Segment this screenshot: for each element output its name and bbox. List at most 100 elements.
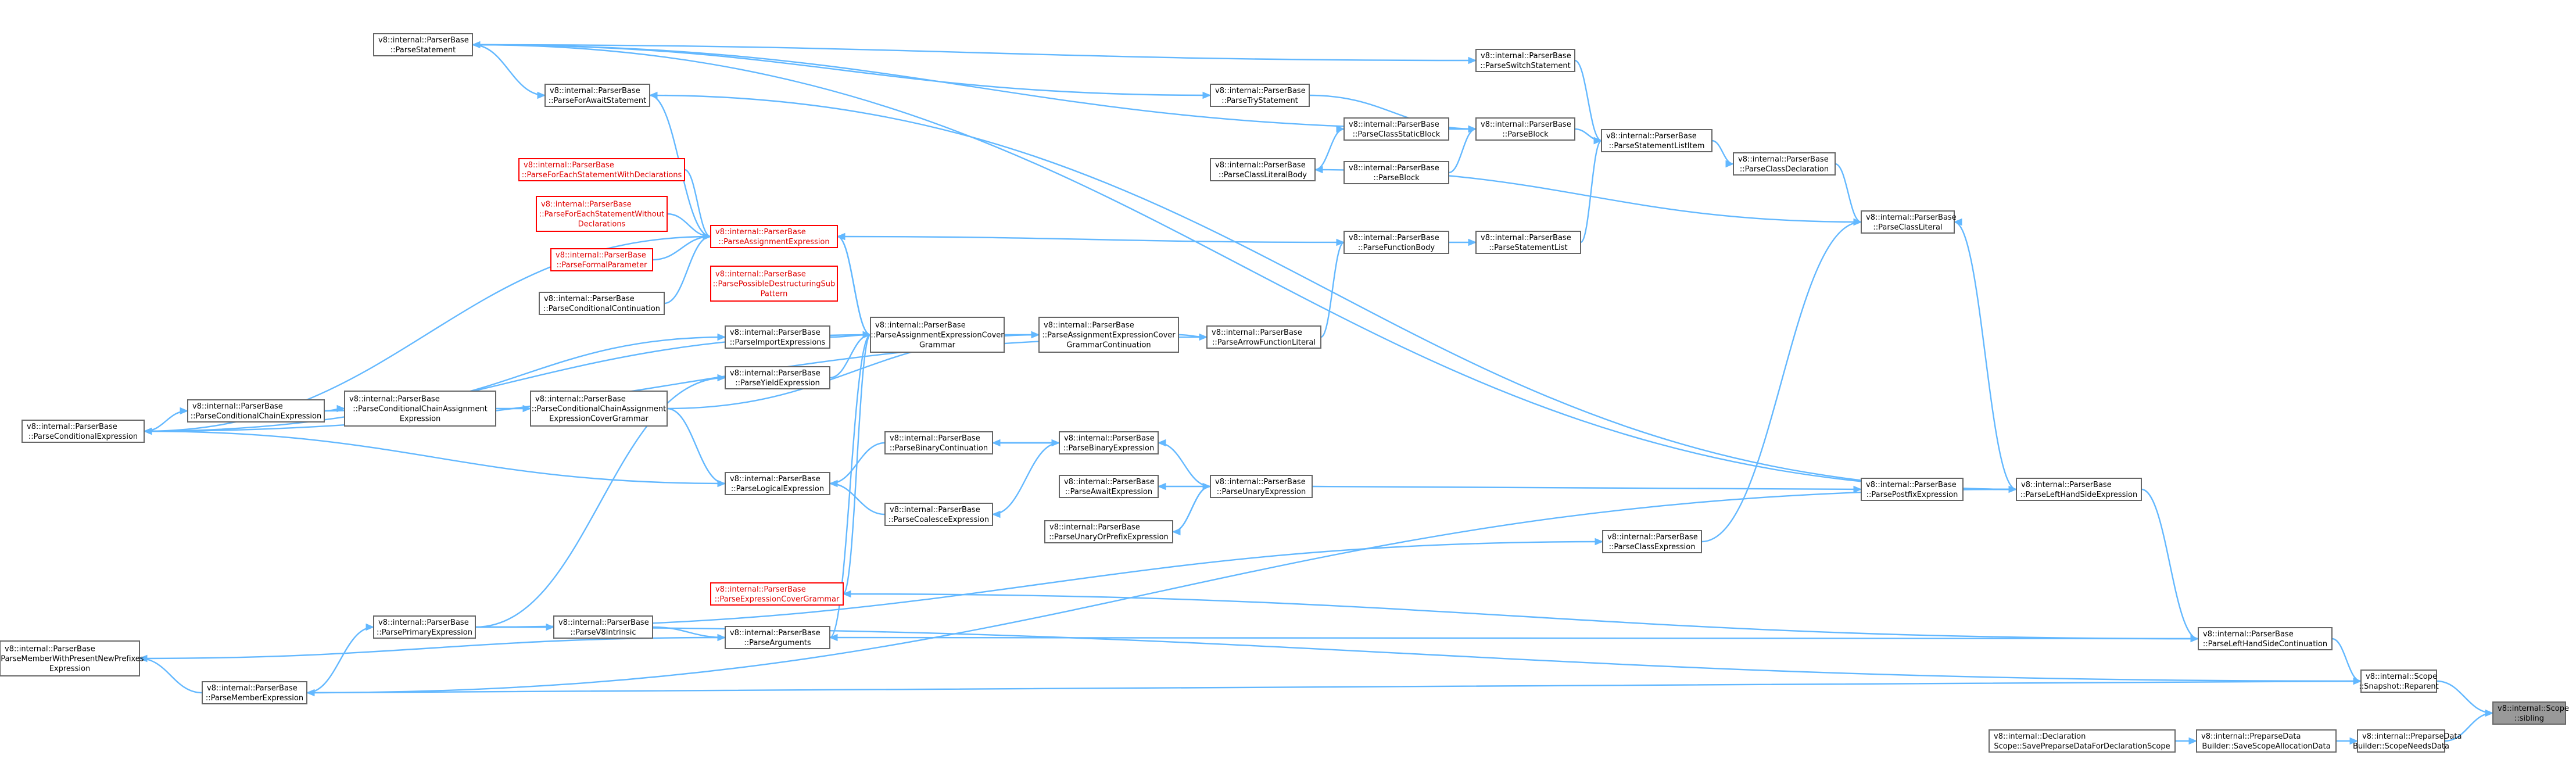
node-switch-statement[interactable]: v8::internal::ParserBase::ParseSwitchSta…: [1475, 49, 1575, 72]
node-label-line: Builder::SaveScopeAllocationData: [2202, 742, 2330, 751]
node-yield-expression[interactable]: v8::internal::ParserBase::ParseYieldExpr…: [725, 366, 830, 389]
node-box: [544, 84, 650, 107]
node-label-line: v8::internal::ParserBase: [1866, 213, 1957, 222]
arrowhead-statement_list_item: [1593, 137, 1603, 145]
node-box: [373, 615, 476, 639]
node-conditional-expr[interactable]: v8::internal::ParserBase::ParseCondition…: [22, 420, 145, 443]
node-box: [22, 420, 145, 443]
edge-foreach_with_decl-to-assignment_expr: [684, 169, 711, 238]
node-assignment-expr[interactable]: v8::internal::ParserBase::ParseAssignmen…: [710, 225, 838, 248]
node-label-line: ::ParsePossibleDestructuringSub: [713, 280, 836, 289]
edge-parse_statement-to-parse_block: [472, 44, 1477, 130]
node-box: [1602, 530, 1702, 553]
node-arrow-function[interactable]: v8::internal::ParserBase::ParseArrowFunc…: [1206, 325, 1321, 349]
node-label-line: v8::internal::ParserBase: [378, 36, 469, 45]
node-label-line: v8::internal::ParserBase: [1064, 478, 1155, 486]
arrowhead-binary_expr: [1157, 439, 1166, 447]
node-label-line: v8::internal::ParserBase: [890, 434, 980, 443]
edge-class_declaration-to-class_literal: [1835, 163, 1862, 223]
node-v8-intrinsic[interactable]: v8::internal::ParserBase::ParseV8Intrins…: [553, 615, 653, 639]
node-box: [530, 391, 668, 427]
arrowhead-aecg_continuation: [1031, 331, 1040, 339]
node-aecg[interactable]: v8::internal::ParserBase::ParseAssignmen…: [870, 317, 1005, 353]
edge-lhs_expression-to-for_await: [649, 94, 2017, 491]
node-foreach-without-decl[interactable]: v8::internal::ParserBase::ParseForEachSt…: [536, 196, 668, 232]
node-label-line: Grammar: [919, 341, 956, 350]
edge-parse_statement-to-switch_statement: [472, 44, 1477, 62]
node-unary-expr[interactable]: v8::internal::ParserBase::ParseUnaryExpr…: [1210, 475, 1313, 498]
node-box: [1475, 231, 1581, 254]
node-parse-arguments[interactable]: v8::internal::ParserBase::ParseArguments: [725, 626, 830, 649]
node-for-await[interactable]: v8::internal::ParserBase::ParseForAwaitS…: [544, 84, 650, 107]
node-label-line: v8::internal::Scope: [2366, 672, 2437, 681]
node-box: [1861, 478, 1964, 501]
node-class-static-block[interactable]: v8::internal::ParserBase::ParseClassStat…: [1343, 117, 1449, 141]
node-label-line: ::ParseLogicalExpression: [731, 485, 824, 493]
arrowhead-snapshot_reparent: [2353, 677, 2362, 685]
node-expression-cover-grammar[interactable]: v8::internal::ParserBase::ParseExpressio…: [710, 582, 844, 606]
node-conditional-continuation[interactable]: v8::internal::ParserBase::ParseCondition…: [539, 292, 665, 315]
node-logical-expr[interactable]: v8::internal::ParserBase::ParseLogicalEx…: [725, 472, 830, 495]
node-member-new-prefixes[interactable]: v8::internal::ParserBase::ParseMemberWit…: [0, 640, 144, 676]
node-unary-or-prefix[interactable]: v8::internal::ParserBase::ParseUnaryOrPr…: [1044, 520, 1173, 543]
node-label-line: v8::internal::ParserBase: [1866, 481, 1957, 489]
arrowhead-primary_expr: [366, 623, 375, 631]
arrowhead-statement_list: [1468, 238, 1477, 246]
node-box: [725, 472, 830, 495]
node-try-statement[interactable]: v8::internal::ParserBase::ParseTryStatem…: [1210, 84, 1310, 107]
node-primary-expr[interactable]: v8::internal::ParserBase::ParsePrimaryEx…: [373, 615, 476, 639]
node-box: [2016, 478, 2142, 501]
node-binary-continuation[interactable]: v8::internal::ParserBase::ParseBinaryCon…: [884, 431, 993, 454]
node-binary-expr[interactable]: v8::internal::ParserBase::ParseBinaryExp…: [1059, 431, 1159, 454]
node-lhs-expression[interactable]: v8::internal::ParserBase::ParseLeftHandS…: [2016, 478, 2142, 501]
node-member-expr[interactable]: v8::internal::ParserBase::ParseMemberExp…: [202, 681, 307, 704]
node-aecg-continuation[interactable]: v8::internal::ParserBase::ParseAssignmen…: [1038, 317, 1179, 353]
node-await-expr[interactable]: v8::internal::ParserBase::ParseAwaitExpr…: [1059, 475, 1159, 498]
arrowhead-parse_block: [1468, 125, 1477, 133]
edge-lhs_continuation-to-parse_arguments: [829, 636, 2199, 640]
node-conditional-chain-expr[interactable]: v8::internal::ParserBase::ParseCondition…: [187, 399, 325, 423]
node-box: [710, 225, 838, 248]
node-lhs-continuation[interactable]: v8::internal::ParserBase::ParseLeftHandS…: [2198, 627, 2333, 650]
node-save-preparse-decl[interactable]: v8::internal::DeclarationScope::SavePrep…: [1989, 729, 2176, 753]
arrowhead-save_scope_alloc: [2188, 737, 2198, 745]
node-coalesce-expr[interactable]: v8::internal::ParserBase::ParseCoalesceE…: [884, 503, 993, 526]
node-label-line: ::ParseClassLiteral: [1873, 223, 1942, 232]
node-save-scope-alloc[interactable]: v8::internal::PreparseDataBuilder::SaveS…: [2196, 729, 2337, 753]
node-postfix-expr[interactable]: v8::internal::ParserBase::ParsePostfixEx…: [1861, 478, 1964, 501]
arrowhead-scope_needs_data: [2349, 737, 2359, 745]
arrowhead-parse_arguments: [829, 633, 838, 642]
node-scope-needs-data[interactable]: v8::internal::PreparseDataBuilder::Scope…: [2353, 729, 2462, 753]
edge-parse_block2-to-parse_block: [1448, 128, 1477, 174]
node-class-literal[interactable]: v8::internal::ParserBase::ParseClassLite…: [1861, 210, 1957, 234]
node-label-line: v8::internal::ParserBase: [1481, 120, 1571, 129]
node-label-line: ::ParseUnaryExpression: [1217, 488, 1306, 496]
edge-parse_arguments-to-member_new_prefixes: [139, 636, 726, 660]
node-box: [710, 266, 838, 302]
node-conditional-chain-aecg[interactable]: v8::internal::ParserBase::ParseCondition…: [530, 391, 668, 427]
node-box: [710, 582, 844, 606]
node-snapshot-reparent[interactable]: v8::internal::Scope::Snapshot::Reparent: [2359, 670, 2439, 693]
node-class-declaration[interactable]: v8::internal::ParserBase::ParseClassDecl…: [1733, 152, 1836, 176]
node-conditional-chain-assignment[interactable]: v8::internal::ParserBase::ParseCondition…: [344, 391, 496, 427]
arrowhead-for_await: [537, 91, 546, 99]
node-class-literal-body[interactable]: v8::internal::ParserBase::ParseClassLite…: [1210, 158, 1316, 181]
arrowhead-await_expr: [1157, 482, 1166, 491]
node-parse-block2[interactable]: v8::internal::ParserBase::ParseBlock: [1343, 161, 1449, 184]
node-class-expression[interactable]: v8::internal::ParserBase::ParseClassExpr…: [1602, 530, 1702, 553]
node-possible-destructuring[interactable]: v8::internal::ParserBase::ParsePossibleD…: [710, 266, 838, 302]
node-foreach-with-decl[interactable]: v8::internal::ParserBase::ParseForEachSt…: [518, 158, 685, 181]
edge-parse_statement-to-try_statement: [472, 44, 1211, 96]
node-parse-block[interactable]: v8::internal::ParserBase::ParseBlock: [1475, 117, 1575, 141]
node-label-line: Expression: [400, 415, 441, 424]
node-box: [1475, 117, 1575, 141]
node-box: [1210, 158, 1316, 181]
node-box: [870, 317, 1005, 353]
node-formal-parameter[interactable]: v8::internal::ParserBase::ParseFormalPar…: [550, 248, 653, 271]
node-statement-list[interactable]: v8::internal::ParserBase::ParseStatement…: [1475, 231, 1581, 254]
node-function-body[interactable]: v8::internal::ParserBase::ParseFunctionB…: [1343, 231, 1449, 254]
node-label-line: ::ParseStatementList: [1489, 244, 1567, 252]
node-statement-list-item[interactable]: v8::internal::ParserBase::ParseStatement…: [1601, 129, 1712, 152]
node-import-expressions[interactable]: v8::internal::ParserBase::ParseImportExp…: [725, 325, 830, 349]
node-parse-statement[interactable]: v8::internal::ParserBase::ParseStatement: [373, 33, 473, 56]
